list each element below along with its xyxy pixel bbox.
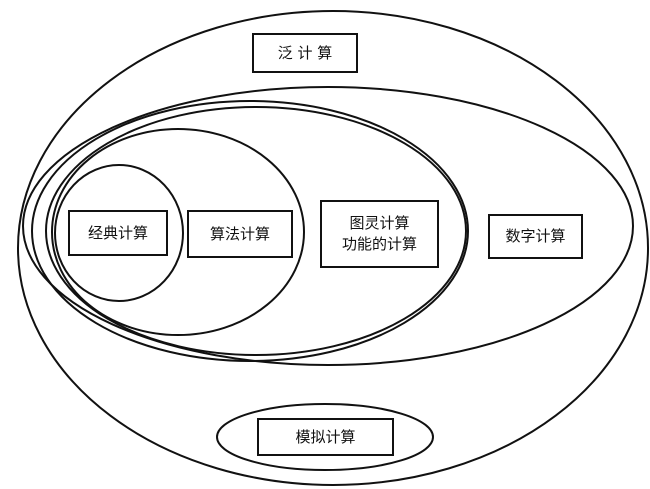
- analog-computing-ellipse: [216, 403, 434, 471]
- turing-computing-ellipse: [45, 106, 467, 356]
- analog-computing-text: 模拟计算: [295, 427, 356, 446]
- ubiquitous-computing-ellipse: [17, 10, 649, 486]
- ubiquitous-computing-label: 泛 计 算: [252, 33, 358, 73]
- turing-computing-label: 图灵计算 功能的计算: [320, 200, 439, 268]
- algorithmic-computing-text: 算法计算: [209, 224, 270, 243]
- turing-computing-text: 图灵计算: [349, 214, 410, 232]
- digital-computing-text: 数字计算: [505, 227, 566, 245]
- ubiquitous-computing-text: 泛 计 算: [277, 43, 333, 62]
- algorithmic-computing-label: 算法计算: [187, 210, 293, 258]
- digital-computing-label: 数字计算: [488, 214, 583, 259]
- classical-computing-label: 经典计算: [68, 210, 168, 256]
- functional-computing-text: 功能的计算: [341, 235, 417, 253]
- turing-computing-outer-ellipse: [31, 100, 469, 362]
- classical-computing-ellipse: [54, 164, 184, 302]
- algorithmic-computing-ellipse: [51, 128, 305, 336]
- analog-computing-label: 模拟计算: [257, 418, 394, 456]
- classical-computing-text: 经典计算: [87, 223, 148, 242]
- digital-computing-ellipse: [22, 86, 634, 366]
